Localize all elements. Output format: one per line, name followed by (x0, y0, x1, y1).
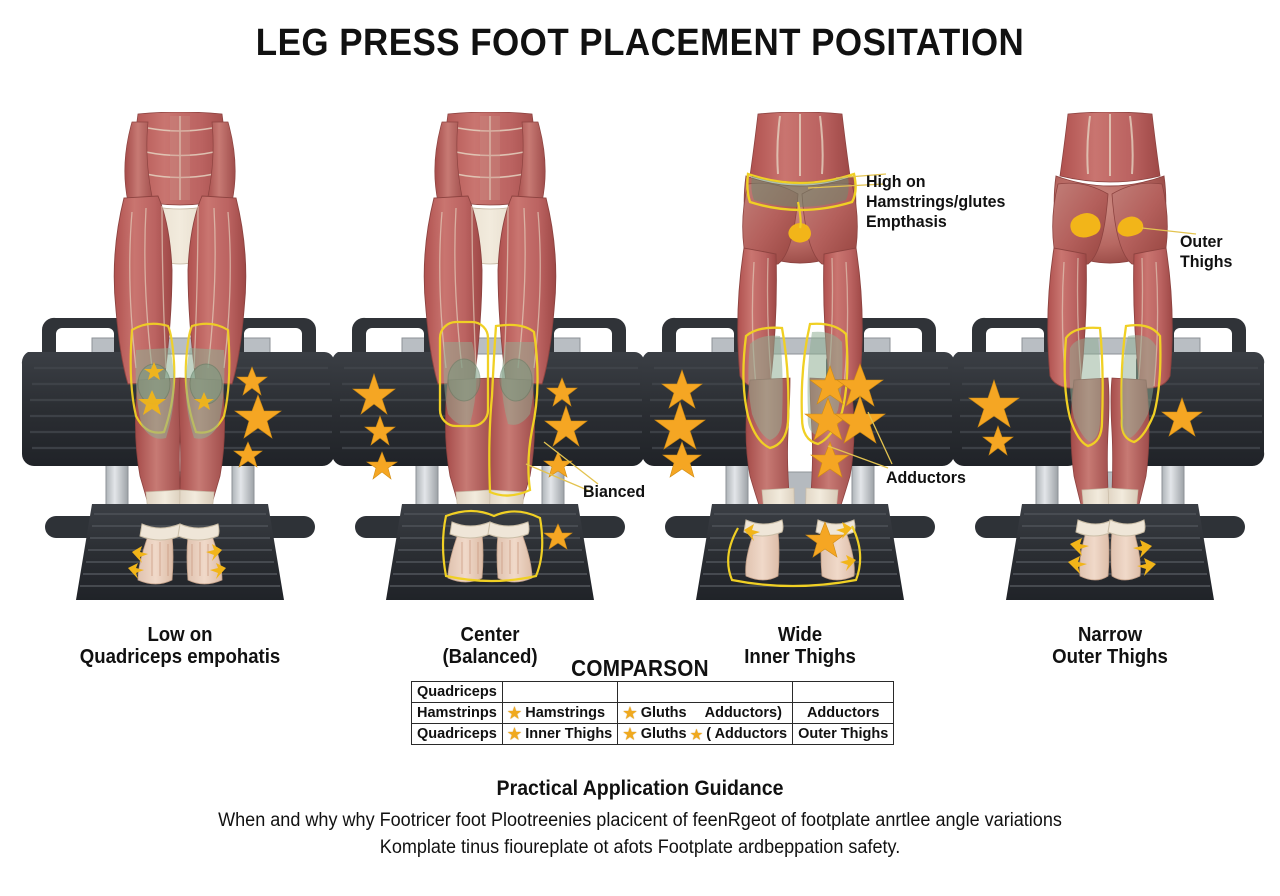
table-row[interactable]: Quadriceps (411, 681, 895, 703)
cell-muscle-1: Quadriceps (411, 681, 503, 703)
page-title: LEG PRESS FOOT PLACEMENT POSITATION (255, 22, 1025, 64)
cell-low-2-label: Hamstrings (525, 705, 606, 721)
cell-low-3: ★ Inner Thighs (501, 723, 619, 745)
figure-panels-row: Low on Quadriceps empohatis (0, 112, 1280, 668)
star-icon: ★ (507, 725, 522, 743)
cell-high-2-label: Gluths (640, 705, 687, 721)
guidance-line-2: Komplate tinus fioureplate ot afots Foot… (379, 837, 901, 858)
foot-left (137, 535, 174, 585)
panel-narrow[interactable]: Narrow Outer Thighs (950, 112, 1270, 668)
direction-arrows (128, 544, 226, 579)
caption-line-1: Center (460, 624, 520, 646)
callout-adductors: Adductors (886, 468, 966, 487)
caption-line-1: Narrow (1077, 624, 1143, 646)
callout-bianced: Bianced (583, 482, 646, 501)
panel-caption-narrow: Narrow Outer Thighs (961, 624, 1259, 669)
backrest-pad-left (21, 352, 150, 466)
callout-high-hamstrings-glutes: High on Hamstrings/glutes Empthasis (866, 172, 1006, 232)
highlight-glute-band (746, 172, 857, 212)
star-icon: ★ (623, 704, 637, 722)
cell-narrow-3: Outer Thighs (792, 723, 895, 745)
cell-muscle-2: Hamstrinps (411, 702, 503, 724)
star-icon: ★ (690, 726, 703, 742)
comparison-table: Quadriceps Hamstrinps ★ Hamstrings ★ Glu… (411, 681, 895, 745)
backrest-pad-right (205, 351, 335, 467)
guidance-title: Practical Application Guidance (496, 777, 784, 800)
caption-line-1: Low on (147, 624, 213, 646)
cell-high-2: ★ Gluths Adductors) (617, 702, 794, 724)
comparison-heading: COMPARSON (571, 655, 709, 681)
star-rating-group (233, 366, 282, 468)
cell-narrow-2: Adductors (792, 702, 895, 724)
cell-low-2: ★ Hamstrings (501, 702, 619, 724)
star-icon: ★ (507, 704, 522, 722)
panel-center[interactable]: Center (Balanced) (330, 112, 650, 668)
guidance-line-1: When and why why Footricer foot Plootree… (218, 810, 1062, 831)
leader-lines (525, 441, 599, 493)
highlight-balanced (438, 320, 539, 497)
caption-line-2: Inner Thighs (744, 646, 856, 669)
panel-caption-center: Center (Balanced) (341, 624, 639, 669)
cell-high-1 (617, 681, 794, 703)
highlight-adductors (742, 322, 849, 450)
callout-outer-thighs: Outer Thighs (1180, 232, 1233, 272)
cell-high-3-label: Gluths (640, 726, 687, 742)
cell-low-1 (501, 681, 619, 703)
panel-caption-low: Low on Quadriceps empohatis (31, 624, 329, 669)
highlight-outer-thighs (1070, 213, 1144, 238)
footplate (76, 504, 284, 600)
panel-wide[interactable]: Wide Inner Thighs (640, 112, 960, 668)
caption-line-2: (Balanced) (442, 646, 538, 669)
panel-caption-wide: Wide Inner Thighs (651, 624, 949, 669)
cell-high-3: ★ Gluths ★ ( Adductors (617, 723, 794, 745)
cell-high-2-label2: Adductors) (704, 705, 782, 721)
cell-narrow-1 (792, 681, 895, 703)
table-row[interactable]: Quadriceps ★ Inner Thighs ★ Gluths ★ ( A… (411, 723, 895, 745)
foot-right (186, 535, 223, 585)
caption-line-2: Quadriceps empohatis (79, 646, 281, 669)
cell-muscle-3: Quadriceps (411, 723, 503, 745)
cell-low-3-label: Inner Thighs (525, 726, 613, 742)
caption-line-2: Outer Thighs (1052, 646, 1168, 669)
caption-line-1: Wide (777, 624, 823, 646)
cell-high-3-label2: ( Adductors (706, 726, 788, 742)
panel-low[interactable]: Low on Quadriceps empohatis (20, 112, 340, 668)
table-row[interactable]: Hamstrinps ★ Hamstrings ★ Gluths Adducto… (411, 702, 895, 724)
star-icon: ★ (623, 725, 637, 743)
